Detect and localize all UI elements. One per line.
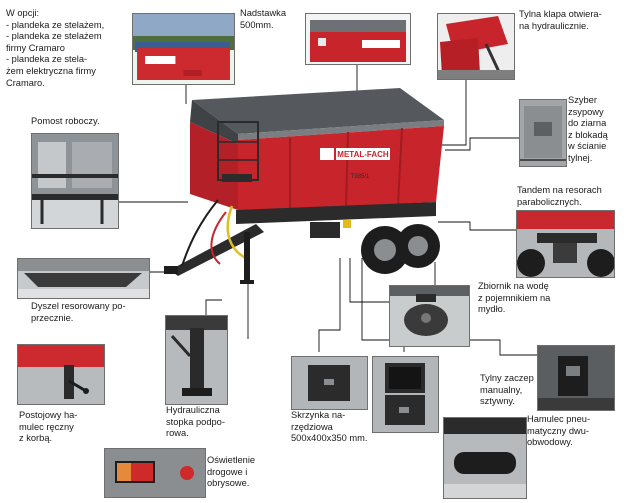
options-label: W opcji: - plandeka ze stelażem, - pland…: [6, 8, 105, 88]
platform-label: Pomost roboczy.: [31, 116, 100, 126]
water-tank-thumbnail: [389, 285, 470, 347]
brand-logo-text: METAL-FACH: [337, 150, 389, 159]
hitch-thumbnail: [537, 345, 615, 411]
water-tank-photo: [390, 286, 469, 346]
air-tank-photo: [444, 418, 526, 498]
lights-thumbnail: [104, 448, 206, 498]
trailer-illustration: METAL-FACH T935/1: [164, 88, 444, 284]
air-brake-thumbnail: [443, 417, 527, 499]
extension-photo: [306, 14, 410, 64]
water-tank-label: Zbiornik na wodę z pojemnikiem na mydło.: [478, 281, 551, 315]
platform-thumbnail: [31, 133, 119, 229]
air-brake-label: Hamulec pneu- matyczny dwu- obwodowy.: [527, 414, 591, 448]
tailgate-photo: [438, 14, 514, 79]
model-text: T935/1: [351, 174, 370, 180]
tarp-thumbnail: [132, 13, 235, 85]
drawbar-thumbnail: [17, 258, 150, 299]
platform-photo: [32, 134, 118, 228]
lights-photo: [105, 449, 205, 497]
tailgate-label: Tylna klapa otwiera- na hydraulicznie.: [519, 9, 602, 31]
tandem-photo: [517, 211, 614, 277]
tandem-thumbnail: [516, 210, 615, 278]
parking-brake-thumbnail: [17, 344, 105, 405]
grain-slide-thumbnail: [519, 99, 567, 167]
toolbox-closed-thumbnail: [291, 356, 368, 410]
truck-tarp-photo: [133, 14, 234, 84]
lights-label: Oświetlenie drogowe i obrysowe.: [207, 455, 256, 489]
drawbar-label: Dyszel resorowany po- przecznie.: [31, 301, 126, 323]
hitch-label: Tylny zaczep manualny, sztywny.: [480, 373, 534, 407]
extension-label: Nadstawka 500mm.: [240, 8, 286, 30]
extension-thumbnail: [305, 13, 411, 65]
tailgate-thumbnail: [437, 13, 515, 80]
hitch-photo: [538, 346, 614, 410]
toolbox-label: Skrzynka na- rzędziowa 500x400x350 mm.: [291, 410, 368, 444]
grain-slide-label: Szyber zsypowy do ziarna z blokadą w ści…: [568, 95, 608, 163]
toolbox-photo: [373, 357, 438, 432]
slide-photo: [520, 100, 566, 166]
parking-brake-label: Postojowy ha- mulec ręczny z korbą.: [19, 410, 78, 444]
toolbox-open-thumbnail: [372, 356, 439, 433]
drawbar-photo: [18, 259, 149, 298]
support-leg-thumbnail: [165, 315, 228, 405]
support-leg-label: Hydrauliczna stopka podpo- rowa.: [166, 405, 225, 439]
tandem-label: Tandem na resorach parabolicznych.: [517, 185, 602, 207]
crank-photo: [18, 345, 104, 404]
toolbox-photo: [292, 357, 367, 409]
support-leg-photo: [166, 316, 227, 404]
